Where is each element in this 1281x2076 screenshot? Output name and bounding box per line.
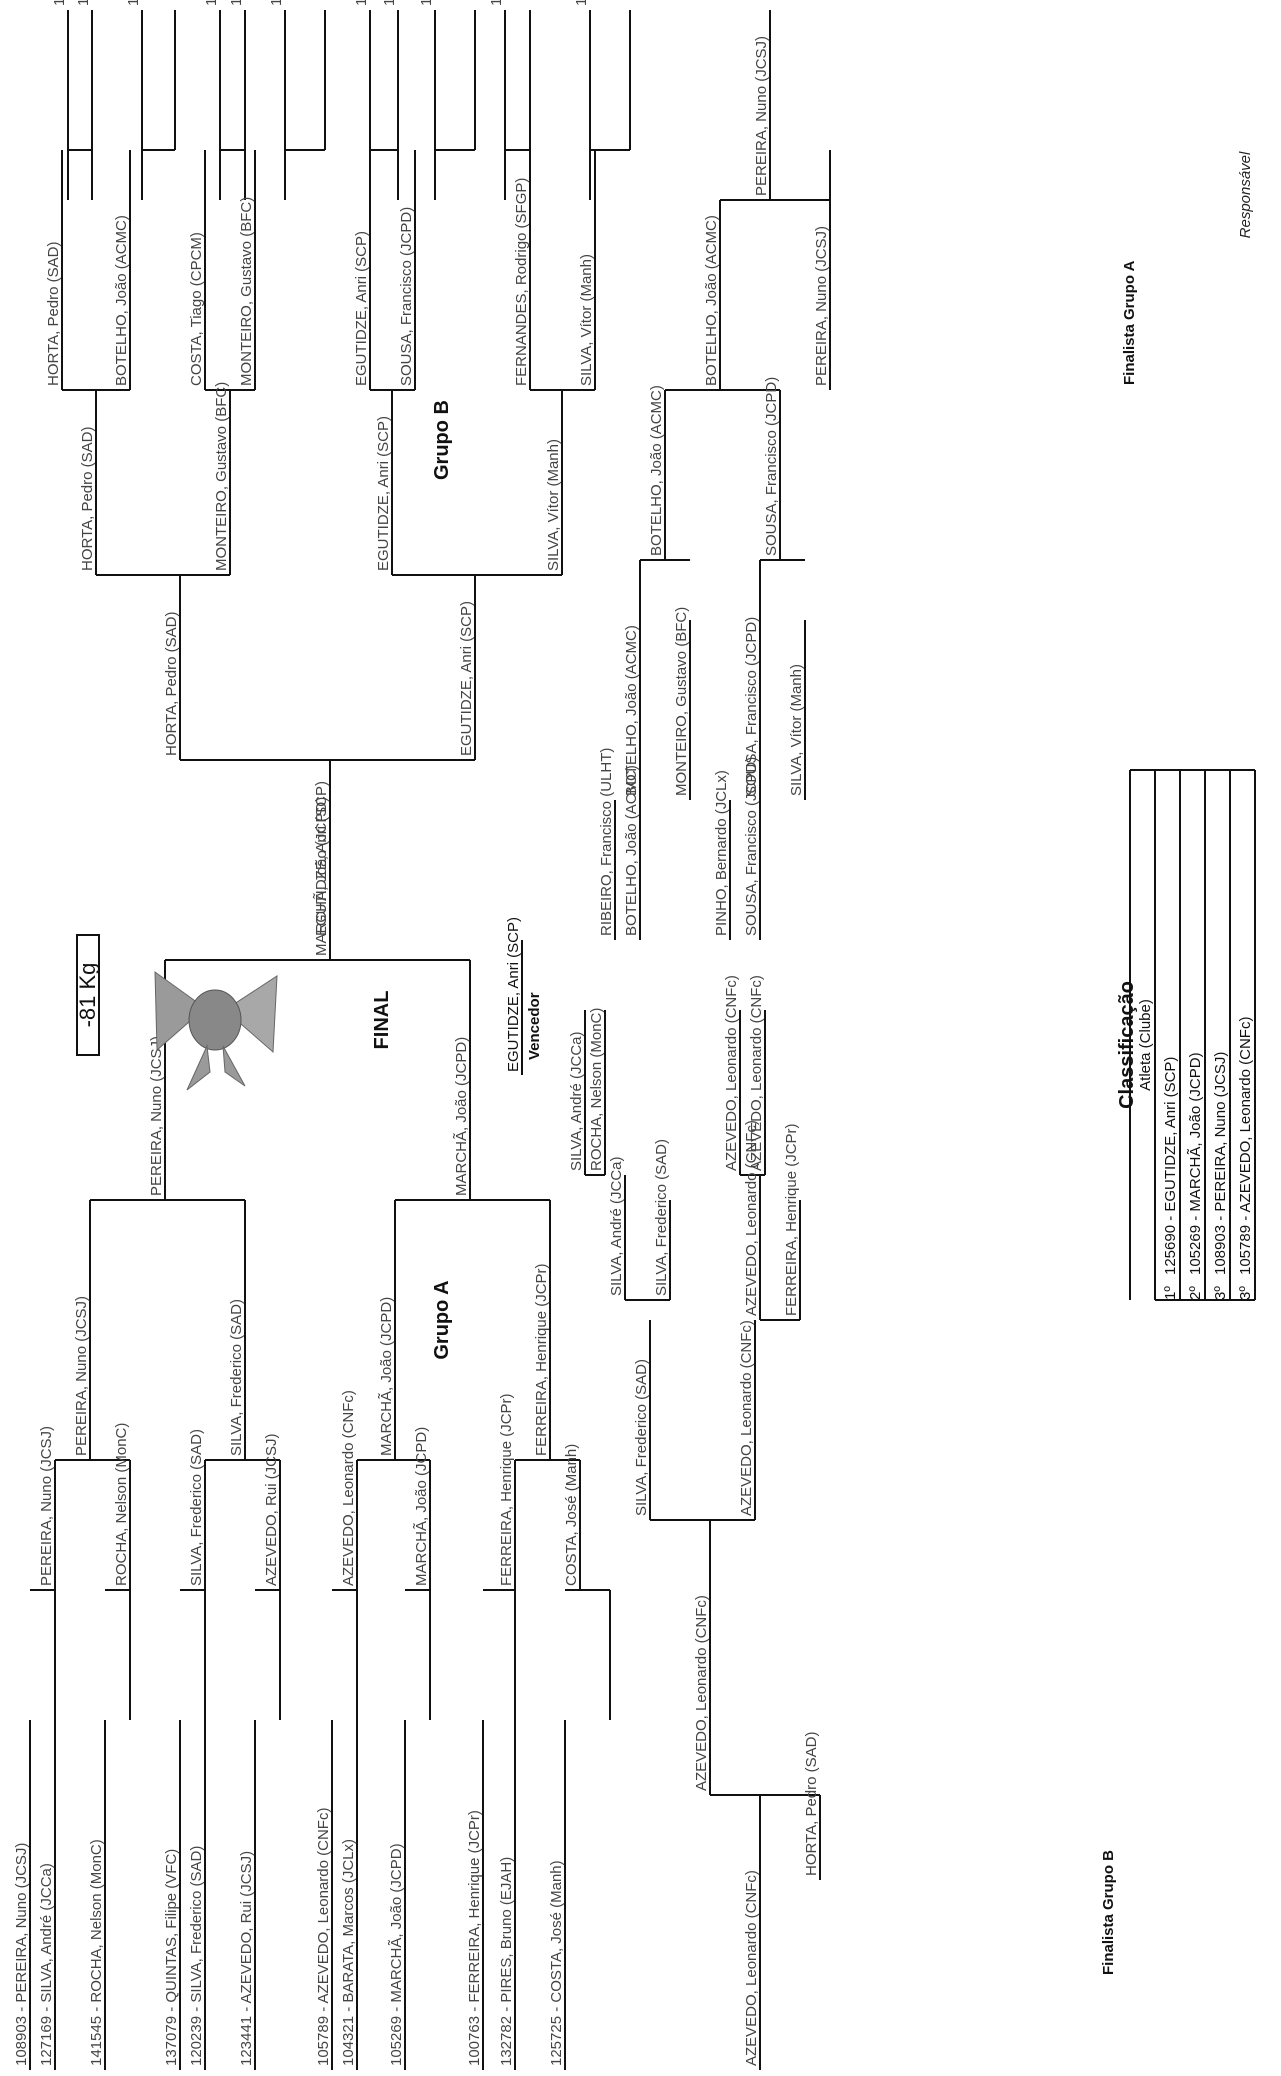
group-a-round3: PEREIRA, Nuno (JCSJ) xyxy=(73,1296,90,1456)
repechage-a-b1: RIBEIRO, Francisco (ULHT) xyxy=(598,748,615,936)
repechage-a-b2-winner: SOUSA, Francisco (JCPD) xyxy=(763,377,780,556)
group-a-round3: FERREIRA, Henrique (JCPr) xyxy=(533,1263,550,1456)
repechage-b-b2-r2b: FERREIRA, Henrique (JCPr) xyxy=(783,1123,800,1316)
group-a-round2: ROCHA, Nelson (MonC) xyxy=(113,1423,130,1586)
group-a-round3: MARCHÃ, João (JCPD) xyxy=(378,1297,395,1456)
group-a-entry: 123441 - AZEVEDO, Rui (JCSJ) xyxy=(238,1851,255,2066)
group-a-entry: 108903 - PEREIRA, Nuno (JCSJ) xyxy=(13,1843,30,2066)
repechage-b-b1-r2: SILVA, André (JCCa) xyxy=(608,1156,625,1296)
group-a-entry: 120239 - SILVA, Frederico (SAD) xyxy=(188,1846,205,2066)
group-b-round2: BOTELHO, João (ACMC) xyxy=(113,215,130,386)
group-a-round2: AZEVEDO, Rui (JCSJ) xyxy=(263,1433,280,1586)
classification-place: 3º xyxy=(1237,1286,1254,1300)
group-a-entry: 104321 - BARATA, Marcos (JCLx) xyxy=(340,1839,357,2066)
repechage-b-final: AZEVEDO, Leonardo (CNFc) xyxy=(693,1595,710,1791)
group-a-round4: PEREIRA, Nuno (JCSJ) xyxy=(148,1036,165,1196)
group-b-entry: 115637 - SOUSA, Francisco (JCPD) xyxy=(418,0,435,6)
group-a-entry: 105789 - AZEVEDO, Leonardo (CNFc) xyxy=(315,1808,332,2066)
group-a-entry: 100763 - FERREIRA, Henrique (JCPr) xyxy=(466,1810,483,2066)
repechage-b-b1: SILVA, André (JCCa) xyxy=(568,1031,585,1171)
group-b-winner: EGUTIDZE, Anri (SCP) xyxy=(313,781,330,936)
group-b-round2: HORTA, Pedro (SAD) xyxy=(45,242,62,386)
group-b-round2: EGUTIDZE, Anri (SCP) xyxy=(353,231,370,386)
group-a-round2: FERREIRA, Henrique (JCPr) xyxy=(498,1393,515,1586)
classification-athlete: 108903 - PEREIRA, Nuno (JCSJ) xyxy=(1212,1052,1229,1275)
group-b-round3: EGUTIDZE, Anri (SCP) xyxy=(375,416,392,571)
repechage-b-winner: AZEVEDO, Leonardo (CNFc) xyxy=(743,1870,760,2066)
group-a-entry: 105269 - MARCHÃ, João (JCPD) xyxy=(388,1843,405,2066)
classification-place: 1º xyxy=(1162,1286,1179,1300)
finalist-group-a-label: Finalista Grupo A xyxy=(1121,260,1138,385)
repechage-b-b1: ROCHA, Nelson (MonC) xyxy=(588,1008,605,1171)
group-a-entry: 141545 - ROCHA, Nelson (MonC) xyxy=(88,1839,105,2066)
group-b-entry: 125690 - EGUTIDZE, Anri (SCP) xyxy=(353,0,370,6)
winner-name: EGUTIDZE, Anri (SCP) xyxy=(505,917,522,1072)
repechage-a-b2-r2: SOUSA, Francisco (JCPD) xyxy=(743,617,760,796)
repechage-b-b2-winner: AZEVEDO, Leonardo (CNFc) xyxy=(738,1320,755,1516)
group-b-round3: HORTA, Pedro (SAD) xyxy=(79,427,96,571)
signature-label: Responsável xyxy=(1237,151,1254,238)
repechage-a-b2: PINHO, Bernardo (JCLx) xyxy=(713,770,730,936)
group-b-round2: SILVA, Vítor (Manh) xyxy=(578,254,595,386)
repechage-a-b2-r2b: SILVA, Vítor (Manh) xyxy=(788,664,805,796)
classification-place: 3º xyxy=(1212,1286,1229,1300)
group-b-round2: COSTA, Tiago (CPCM) xyxy=(188,232,205,386)
group-b-entry: 116570 - PINHO, Bernardo (JCLx) xyxy=(381,0,398,6)
group-a-round2: SILVA, Frederico (SAD) xyxy=(188,1429,205,1586)
repechage-a-winner: PEREIRA, Nuno (JCSJ) xyxy=(753,36,770,196)
repechage-b-b1-r2b: SILVA, Frederico (SAD) xyxy=(653,1139,670,1296)
repechage-b-final: HORTA, Pedro (SAD) xyxy=(803,1732,820,1876)
final-label: FINAL xyxy=(371,991,393,1050)
repechage-b-b1-winner: SILVA, Frederico (SAD) xyxy=(633,1359,650,1516)
group-a-round4: MARCHÃ, João (JCPD) xyxy=(453,1037,470,1196)
group-b-entry: 129640 - MONTEIRO, Gustavo (BFC) xyxy=(268,0,285,6)
repechage-b-b2: AZEVEDO, Leonardo (CNFc) xyxy=(723,975,740,1171)
classification-place: 2º xyxy=(1187,1286,1204,1300)
group-a-round2: COSTA, José (Manh) xyxy=(563,1444,580,1586)
group-b-entry: 143357 - FERNANDES, Rodrigo (SFGP) xyxy=(488,0,505,6)
classification-title: Classificação xyxy=(1116,981,1138,1109)
group-b-title: Grupo B xyxy=(431,400,453,480)
trophy-icon xyxy=(155,972,277,1090)
group-a-entry: 137079 - QUINTAS, Filipe (VFC) xyxy=(163,1849,180,2066)
group-a-entry: 125725 - COSTA, José (Manh) xyxy=(548,1860,565,2066)
group-b-round2: MONTEIRO, Gustavo (BFC) xyxy=(238,197,255,386)
group-a-round2: AZEVEDO, Leonardo (CNFc) xyxy=(340,1390,357,1586)
group-a-entry: 127169 - SILVA, André (JCCa) xyxy=(38,1863,55,2066)
repechage-b-b2-r2: AZEVEDO, Leonardo (CNFc) xyxy=(743,1120,760,1316)
repechage-a-final: PEREIRA, Nuno (JCSJ) xyxy=(813,226,830,386)
classification-header: Atleta (Clube) xyxy=(1137,999,1154,1091)
group-b-round2: SOUSA, Francisco (JCPD) xyxy=(398,207,415,386)
group-b-entry: 113932 - RIBEIRO, Francisco (ULHT) xyxy=(75,0,92,6)
bracket-labels: 108903 - PEREIRA, Nuno (JCSJ) 127169 - SI… xyxy=(13,0,830,2066)
classification-athlete: 125690 - EGUTIDZE, Anri (SCP) xyxy=(1162,1057,1179,1275)
group-a-round3: SILVA, Frederico (SAD) xyxy=(228,1299,245,1456)
group-a-entry: 132782 - PIRES, Bruno (EJAH) xyxy=(498,1857,515,2066)
group-a-round2: PEREIRA, Nuno (JCSJ) xyxy=(38,1426,55,1586)
group-b-round2: FERNANDES, Rodrigo (SFGP) xyxy=(513,178,530,386)
group-b-entry: 102650 - COSTA, Tiago (CPCM) xyxy=(228,0,245,6)
weight-class-label: -81 Kg xyxy=(75,963,100,1028)
group-b-round4: HORTA, Pedro (SAD) xyxy=(163,612,180,756)
group-b-round3: MONTEIRO, Gustavo (BFC) xyxy=(213,382,230,571)
group-b-entry: 109059 - BOTELHO, João (ACMC) xyxy=(125,0,142,6)
repechage-a-b1-r2: BOTELHO, João (ACMC) xyxy=(623,625,640,796)
group-b-round3: SILVA, Vítor (Manh) xyxy=(545,439,562,571)
group-a-title: Grupo A xyxy=(431,1280,453,1359)
group-b-entry: 115092 - HORTA, Pedro (SAD) xyxy=(51,0,68,6)
repechage-a-b1-r2b: MONTEIRO, Gustavo (BFC) xyxy=(673,607,690,796)
winner-label: Vencedor xyxy=(526,992,543,1060)
group-b-entry: 125732 - SILVA, Vítor (Manh) xyxy=(573,0,590,6)
classification-table: Classificação Atleta (Clube) 1º 125690 - … xyxy=(1116,770,1255,1300)
group-b-entry: 125511 - SIMÕES, Renato (CRCh) xyxy=(203,0,220,6)
repechage-a-final: BOTELHO, João (ACMC) xyxy=(703,215,720,386)
group-a-round2: MARCHÃ, João (JCPD) xyxy=(413,1427,430,1586)
group-b-round4: EGUTIDZE, Anri (SCP) xyxy=(458,601,475,756)
repechage-a-b1-winner: BOTELHO, João (ACMC) xyxy=(648,385,665,556)
classification-athlete: 105269 - MARCHÃ, João (JCPD) xyxy=(1187,1052,1204,1275)
finalist-group-b-label: Finalista Grupo B xyxy=(1100,1850,1117,1975)
classification-athlete: 105789 - AZEVEDO, Leonardo (CNFc) xyxy=(1237,1017,1254,1275)
